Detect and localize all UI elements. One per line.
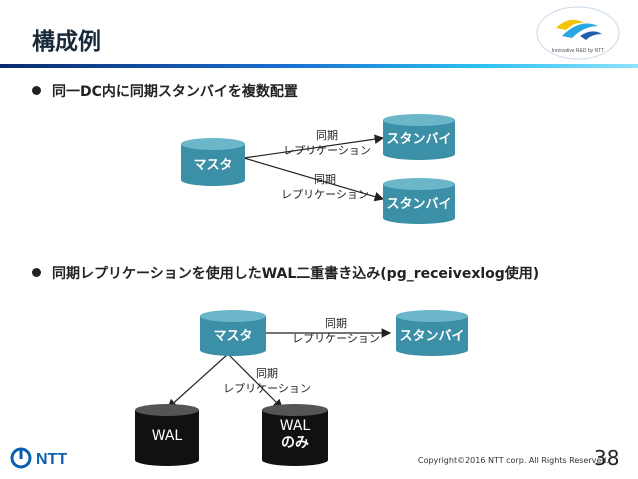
page-number: 38 [594, 446, 620, 470]
edge-master-standby2 [243, 157, 385, 202]
db-master-2: マスタ [200, 310, 266, 356]
edge-label-line2: レプリケーション [283, 144, 371, 157]
wal-label: WAL [151, 428, 183, 444]
standby-label: スタンバイ [386, 132, 452, 147]
db-standby-1: スタンバイ [383, 114, 455, 160]
ntt-brand-logo: Innovative R&D by NTT [536, 6, 620, 60]
standby-label: スタンバイ [399, 329, 465, 344]
wal-only-label: WAL のみ [262, 418, 328, 452]
brand-tagline: Innovative R&D by NTT [552, 48, 605, 54]
master-label: マスタ [213, 329, 253, 344]
db-standby-3: スタンバイ [396, 310, 468, 356]
bullet-2-text: 同期レプリケーションを使用したWAL二重書き込み(pg_receivexlog使… [52, 266, 540, 282]
edge-master2-walonly [227, 353, 283, 409]
edge-label-sync-2: 同期 レプリケーション [280, 172, 370, 202]
page-title: 構成例 [32, 29, 101, 55]
edge-master-standby1 [243, 134, 385, 159]
standby-label: スタンバイ [386, 197, 452, 212]
edge-label-sync-1: 同期 レプリケーション [282, 128, 372, 158]
edge-master2-wal [167, 353, 229, 409]
edge-label-line1: 同期 [325, 317, 347, 330]
bullet-1: 同一DC内に同期スタンバイを複数配置 [32, 81, 298, 101]
edge-label-line2: レプリケーション [292, 332, 380, 345]
wal-only-line2: のみ [281, 435, 309, 451]
edge-label-line1: 同期 [316, 129, 338, 142]
wal-only-line1: WAL [279, 418, 311, 434]
copyright-text: Copyright©2016 NTT corp. All Rights Rese… [418, 456, 609, 465]
edge-label-line1: 同期 [314, 173, 336, 186]
header-gradient-bar [0, 64, 638, 68]
master-label: マスタ [193, 158, 233, 173]
bullet-1-text: 同一DC内に同期スタンバイを複数配置 [52, 84, 298, 100]
bullet-dot [32, 85, 41, 95]
edge-label-line2: レプリケーション [223, 382, 311, 395]
bullet-dot [32, 267, 41, 277]
edge-label-sync-3: 同期 レプリケーション [291, 316, 381, 346]
ntt-logo-text: NTT [36, 451, 67, 468]
bullet-2: 同期レプリケーションを使用したWAL二重書き込み(pg_receivexlog使… [32, 263, 539, 283]
db-master-1: マスタ [181, 138, 245, 186]
edge-label-line1: 同期 [256, 367, 278, 380]
edge-label-sync-4: 同期 レプリケーション [222, 366, 312, 396]
edge-label-line2: レプリケーション [281, 188, 369, 201]
db-standby-2: スタンバイ [383, 178, 455, 224]
ntt-footer-logo: NTT [10, 446, 82, 474]
db-wal: WAL [135, 404, 199, 466]
db-wal-only: WAL のみ [262, 404, 328, 466]
